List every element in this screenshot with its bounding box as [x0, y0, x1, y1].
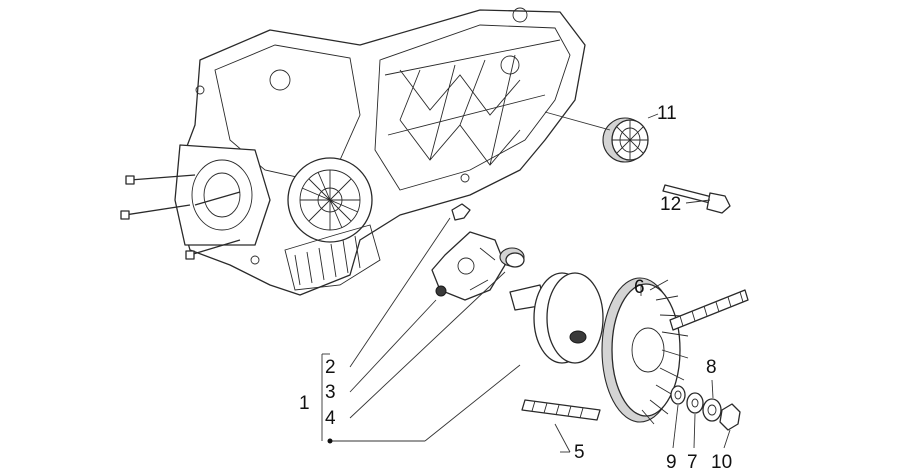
- part-2-clip: [451, 203, 471, 221]
- part-12-bolt: [662, 184, 731, 214]
- part-1-pulley-half: [509, 272, 604, 364]
- callout-12: 12: [660, 194, 682, 215]
- callout-2: 2: [325, 357, 336, 378]
- callout-4: 4: [325, 408, 336, 429]
- callout-9: 9: [666, 452, 677, 473]
- callout-6: 6: [634, 277, 645, 298]
- crankcase-housing: [174, 7, 586, 296]
- callout-7: 7: [687, 452, 698, 473]
- parts-7-8-9-10-washers-nut: [670, 385, 741, 431]
- part-5-drive-belt: [521, 289, 749, 421]
- leader-lines: [321, 111, 731, 453]
- callout-1: 1: [299, 393, 310, 414]
- part-3-ramp-plate: [431, 231, 506, 301]
- callout-10: 10: [711, 452, 733, 473]
- part-11-bearing: [602, 117, 649, 163]
- cylinder-studs: [120, 174, 241, 260]
- callout-3: 3: [325, 382, 336, 403]
- callout-11: 11: [657, 103, 677, 124]
- callout-8: 8: [706, 357, 717, 378]
- part-6-fan-impeller: [601, 277, 689, 425]
- callout-5: 5: [574, 442, 585, 463]
- part-4-bushing: [499, 247, 525, 268]
